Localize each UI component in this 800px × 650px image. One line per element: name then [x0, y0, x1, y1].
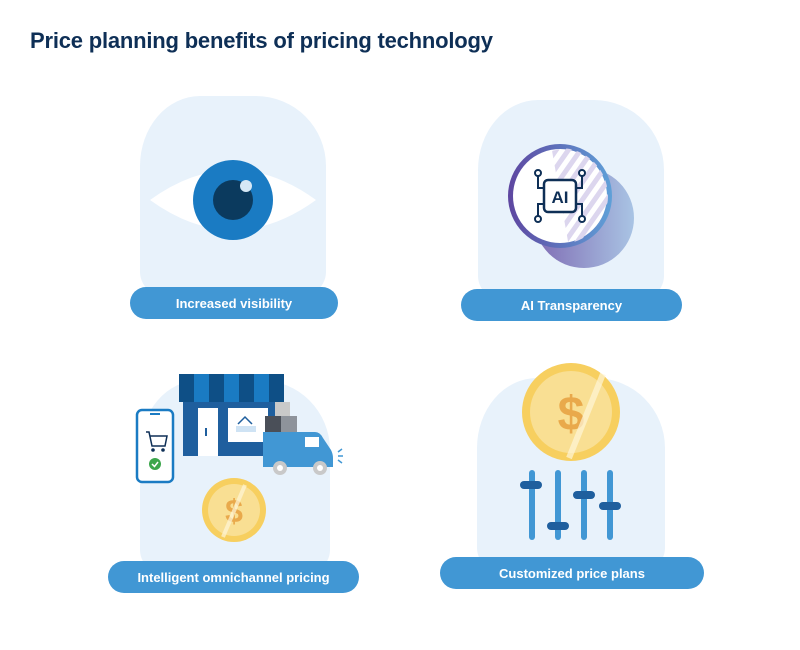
- benefit-label-custom-plans: Customized price plans: [440, 557, 704, 589]
- ai-text: AI: [552, 188, 569, 207]
- coin-icon: $: [522, 363, 620, 461]
- sliders-icon: [520, 470, 621, 540]
- eye-icon: [150, 160, 316, 240]
- ai-chip-icon: AI: [508, 144, 634, 268]
- benefit-label-visibility: Increased visibility: [130, 287, 338, 319]
- benefit-label-omnichannel: Intelligent omnichannel pricing: [108, 561, 359, 593]
- benefit-label-ai-transparency: AI Transparency: [461, 289, 682, 321]
- page-title: Price planning benefits of pricing techn…: [30, 28, 493, 53]
- store-truck-phone-icon: [135, 374, 343, 484]
- coin-icon: $: [202, 478, 266, 542]
